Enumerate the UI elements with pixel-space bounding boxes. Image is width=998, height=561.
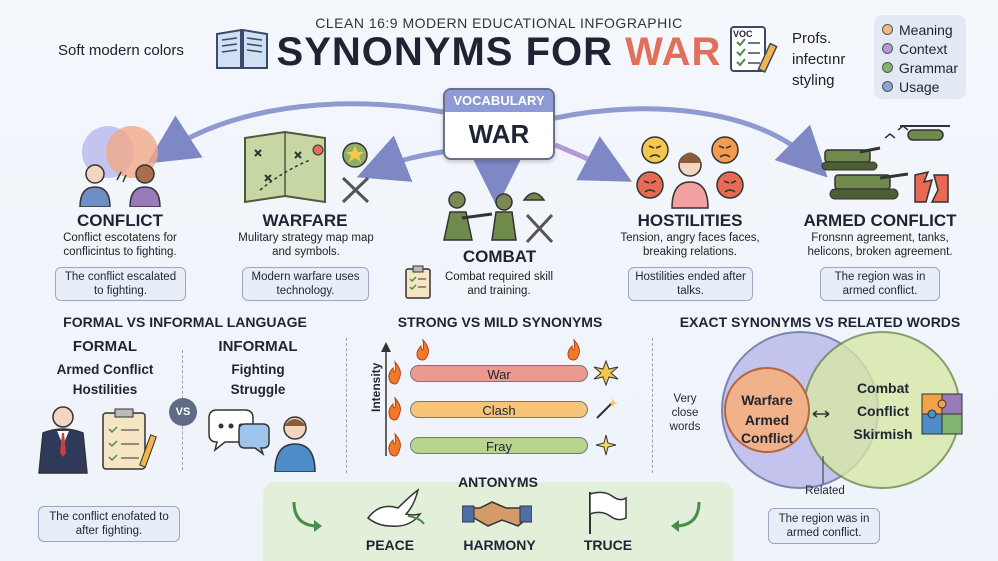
desc-combat: Combat required skill and training. xyxy=(444,271,553,297)
legend-item-grammar: Grammar xyxy=(882,58,958,77)
legend: Meaning Context Grammar Usage xyxy=(874,15,966,99)
formal-word: Hostilities xyxy=(72,382,138,397)
book-icon xyxy=(216,28,268,69)
legend-item-usage: Usage xyxy=(882,77,958,96)
informal-word: Struggle xyxy=(230,382,286,397)
related-pointer xyxy=(822,456,824,484)
fire-icon xyxy=(388,360,401,385)
voc-icon-text: VOC xyxy=(733,29,753,39)
style-note-right-line: infectınr xyxy=(792,51,846,68)
section-divider xyxy=(652,338,653,473)
antonym-harmony: HARMONY xyxy=(463,537,536,553)
antonym-truce: TRUCE xyxy=(583,537,633,553)
informal-label: INFORMAL xyxy=(218,338,298,355)
example-warfare: Modern warfare uses technology. xyxy=(242,267,369,301)
clipboard-icon xyxy=(405,265,431,299)
fire-icon xyxy=(388,396,401,421)
very-close-note: Very close words xyxy=(669,393,701,433)
section-divider xyxy=(346,338,347,473)
intensity-bar-clash: Clash xyxy=(410,401,588,418)
businessman-icon xyxy=(38,406,157,474)
style-note: Soft modern colors xyxy=(58,42,184,59)
fire-icon xyxy=(567,338,580,361)
example-formal: The conflict enofated to after fighting. xyxy=(38,506,180,542)
intensity-bar-fray: Fray xyxy=(410,437,588,454)
title-main: SYNONYMS FOR xyxy=(276,30,626,74)
term-combat: COMBAT xyxy=(462,247,537,266)
style-note-right-line: Profs. xyxy=(792,30,832,47)
style-note-right: Profs. infectınr styling xyxy=(792,28,845,91)
vs-badge: VS xyxy=(169,398,197,426)
intensity-bar-war: War xyxy=(410,365,588,382)
vocabulary-tag: VOCABULARY xyxy=(445,90,553,112)
outer-word: Combat xyxy=(856,380,910,396)
section-strong-mild: STRONG VS MILD SYNONYMS xyxy=(397,314,603,330)
informal-word: Fighting xyxy=(231,362,285,377)
casual-chat-icon xyxy=(208,409,316,472)
desc-armed-conflict: Fronsnn agreement, tanks, helicons, brok… xyxy=(807,232,953,258)
example-hostilities: Hostilities ended after talks. xyxy=(628,267,753,301)
section-exact-related: EXACT SYNONYMS VS RELATED WORDS xyxy=(679,314,961,330)
desc-conflict: Conflict escotatens for conflicintus to … xyxy=(63,232,177,258)
formal-word: Armed Conflict xyxy=(56,362,154,377)
term-warfare: WARFARE xyxy=(262,211,348,230)
angry-faces-icon xyxy=(636,136,744,209)
related-label: Related xyxy=(805,485,845,497)
formal-label: FORMAL xyxy=(72,338,138,355)
vocabulary-word: WAR xyxy=(468,119,530,149)
antonyms-heading: ANTONYMS xyxy=(458,474,538,490)
section-formal-informal: FORMAL VS INFORMAL LANGUAGE xyxy=(63,314,307,330)
desc-warfare: Mulitary strategy map map and symbols. xyxy=(238,232,374,258)
page-title: SYNONYMS FOR WAR xyxy=(0,30,998,75)
sparkle-icon xyxy=(595,434,617,456)
example-conflict: The conflict escalated to fighting. xyxy=(55,267,186,301)
vocabulary-checklist-icon xyxy=(730,26,778,73)
term-armed-conflict: ARMED CONFLICT xyxy=(803,211,957,230)
puzzle-icon xyxy=(921,393,963,435)
term-conflict: CONFLICT xyxy=(77,211,163,230)
vocabulary-card: VOCABULARY WAR xyxy=(443,88,555,160)
outer-word: Skirmish xyxy=(853,426,913,442)
outer-word: Conflict xyxy=(856,403,910,419)
curved-arrow-icon xyxy=(671,501,701,532)
inner-word: Warfare xyxy=(741,392,793,408)
title-accent: WAR xyxy=(625,30,722,74)
curved-arrow-icon xyxy=(292,501,322,532)
venn-diagram xyxy=(721,331,961,489)
explosion-icon xyxy=(593,360,619,386)
white-flag-icon xyxy=(589,491,627,534)
fire-icon xyxy=(416,338,429,361)
intensity-arrow-icon xyxy=(381,342,391,456)
legend-item-meaning: Meaning xyxy=(882,20,958,39)
handshake-icon xyxy=(462,501,532,527)
sparkle-wand-icon xyxy=(596,398,618,419)
style-note-right-line: styling xyxy=(792,72,835,89)
legend-item-context: Context xyxy=(882,39,958,58)
tanks-helicopter-icon xyxy=(821,125,950,203)
conflict-people-icon xyxy=(79,126,161,207)
example-armed-conflict: The region was in armed conflict. xyxy=(820,267,940,301)
antonym-peace: PEACE xyxy=(365,537,415,553)
soldiers-combat-icon xyxy=(443,191,554,244)
example-exact: The region was in armed conflict. xyxy=(768,508,880,544)
strategy-map-icon xyxy=(244,130,370,204)
desc-hostilities: Tension, angry faces faces, breaking rel… xyxy=(620,232,760,258)
fire-icon xyxy=(388,432,401,457)
dove-icon xyxy=(366,488,425,527)
term-hostilities: HOSTILITIES xyxy=(637,211,743,230)
infographic-subtitle: CLEAN 16:9 MODERN EDUCATIONAL INFOGRAPHI… xyxy=(315,15,683,31)
inner-word: Armed Conflict xyxy=(740,412,794,446)
